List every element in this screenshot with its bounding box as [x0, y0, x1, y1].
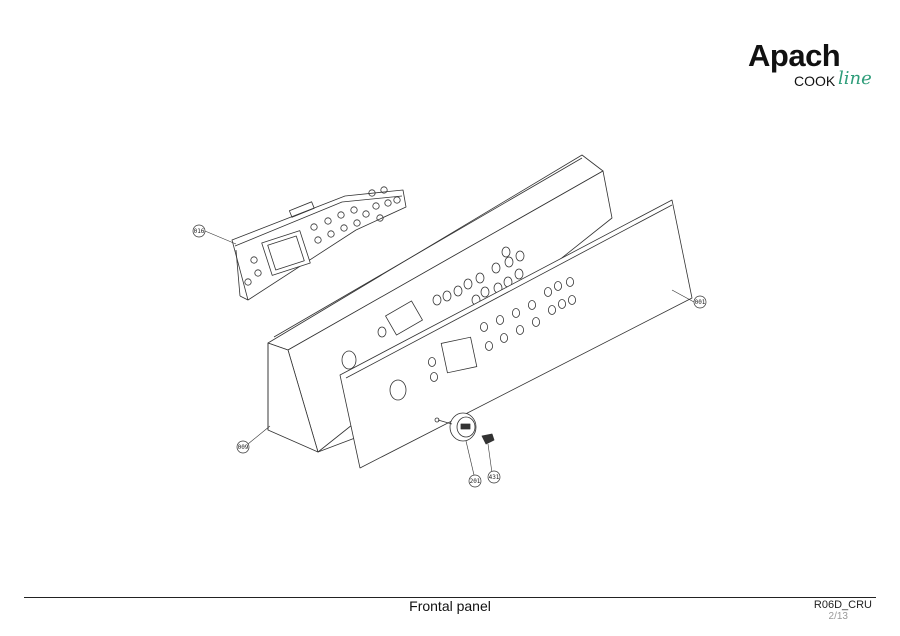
small-clip	[481, 433, 495, 445]
exploded-diagram: 016 001 009 201 431	[192, 154, 707, 488]
board-buttons	[244, 186, 401, 286]
page-number: 2/13	[828, 611, 848, 622]
callout-431-label: 431	[489, 474, 500, 481]
front-panel-knob-holes	[427, 277, 577, 382]
logo-cook-text: COOK	[794, 73, 836, 89]
callout-009-label: 009	[238, 444, 249, 451]
callout-201-label: 201	[470, 478, 481, 485]
logo-brand-text: Apach	[748, 38, 841, 73]
callout-016: 016	[192, 224, 206, 238]
logo-line-text: line	[838, 68, 872, 89]
apach-cookline-logo: Apach COOK line	[738, 38, 878, 94]
electronic-board	[231, 186, 407, 301]
footer-title: Frontal panel	[409, 598, 491, 614]
encoder-knob	[434, 412, 477, 442]
callout-016-label: 016	[194, 228, 205, 235]
callout-201: 201	[468, 474, 482, 488]
front-panel	[339, 199, 693, 469]
callout-431: 431	[487, 470, 501, 484]
callout-001: 001	[693, 295, 707, 309]
callout-009: 009	[236, 440, 250, 454]
document-code: R06D_CRU	[813, 599, 872, 611]
back-panel-holes	[377, 246, 525, 338]
footer-rule	[24, 597, 876, 598]
callout-001-label: 001	[695, 299, 706, 306]
leader-lines	[204, 230, 695, 476]
